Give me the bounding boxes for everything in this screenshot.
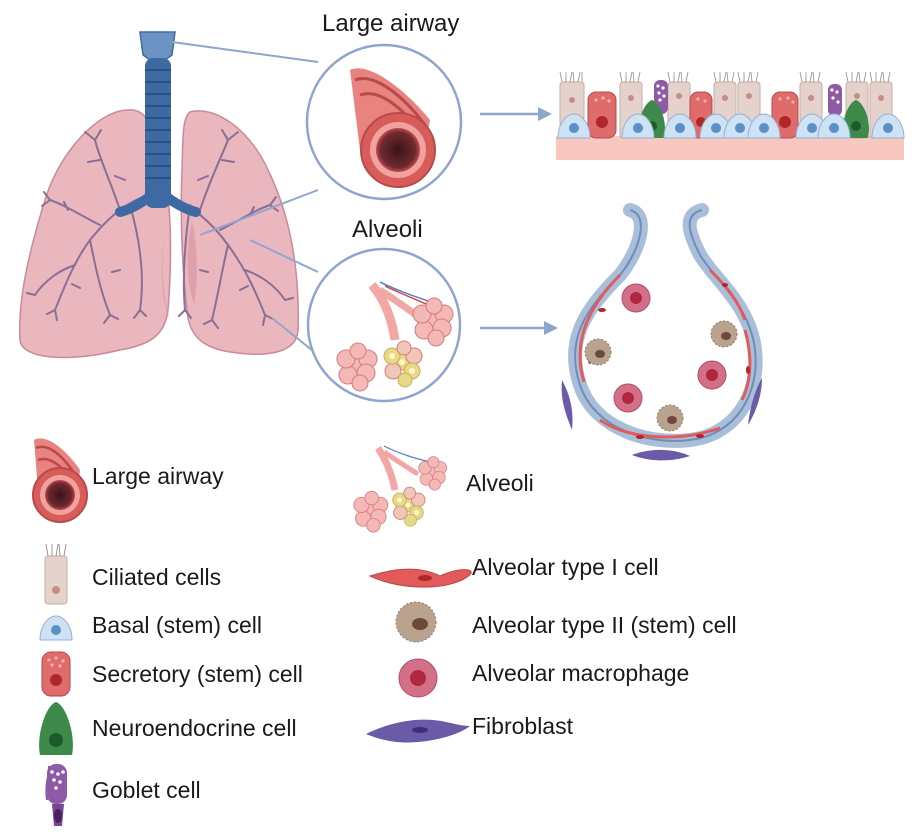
legend-basal-label: Basal (stem) cell	[92, 612, 262, 638]
macrophage-cell-icon	[398, 658, 438, 698]
legend-fibroblast-label: Fibroblast	[472, 713, 573, 739]
large-airway-tube	[350, 68, 436, 188]
basal-cell-icon	[39, 615, 73, 641]
lungs	[18, 31, 299, 359]
alveoli-illustration	[336, 281, 454, 392]
arrows	[480, 107, 558, 335]
legend-large-airway-label: Large airway	[92, 463, 224, 489]
legend-large-airway-icon	[32, 438, 88, 523]
right-lung	[180, 110, 299, 355]
ciliated-cell-icon	[44, 543, 68, 605]
fibroblast-cells	[561, 378, 762, 461]
bronchial-tree-left	[26, 129, 151, 324]
fibroblast-cell-icon	[366, 719, 470, 743]
at1-cell-icon	[368, 568, 472, 588]
macrophage-cells	[613, 283, 727, 413]
at2-cell-icon	[395, 601, 437, 643]
legend-secretory-label: Secretory (stem) cell	[92, 661, 303, 687]
at2-cells	[584, 320, 738, 432]
secretory-cell-icon	[41, 651, 71, 697]
alveolus-section	[561, 203, 763, 461]
large-airway-title: Large airway	[322, 10, 460, 37]
goblet-cell-icon	[45, 764, 67, 826]
legend-at1-label: Alveolar type I cell	[472, 554, 659, 580]
legend-neuroendocrine-label: Neuroendocrine cell	[92, 715, 297, 741]
alveoli-title: Alveoli	[352, 216, 423, 243]
legend-alveoli-label: Alveoli	[466, 470, 534, 496]
legend-ciliated-label: Ciliated cells	[92, 564, 222, 590]
trachea	[115, 31, 201, 217]
legend-alveoli-icon	[353, 445, 448, 533]
callout-lines	[171, 41, 319, 356]
neuroendocrine-cell-icon	[39, 702, 73, 755]
airway-epithelium	[556, 71, 905, 160]
legend-macrophage-label: Alveolar macrophage	[472, 660, 690, 686]
legend-goblet-label: Goblet cell	[92, 777, 201, 803]
legend-at2-label: Alveolar type II (stem) cell	[472, 612, 737, 638]
